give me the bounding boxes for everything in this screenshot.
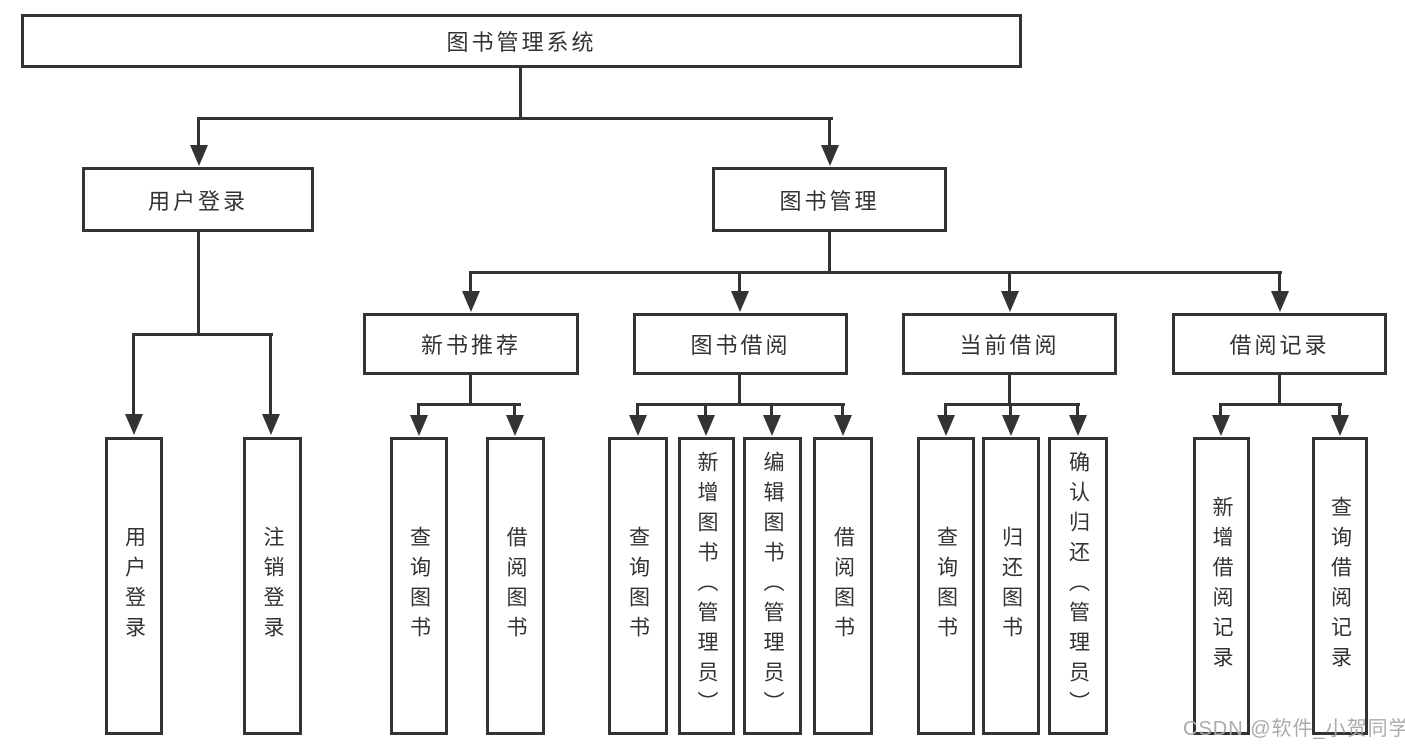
node-library-management-system: 图书管理系统 (21, 14, 1022, 68)
connector-line (944, 403, 1080, 406)
connector-line (828, 118, 831, 147)
connector-line (636, 405, 639, 417)
leaf-edit-books-admin: 编辑图书（管理员） (743, 437, 802, 735)
connector-line (1008, 375, 1011, 406)
arrow-down-icon (1002, 415, 1020, 436)
connector-line (1338, 405, 1341, 417)
connector-line (132, 333, 273, 336)
leaf-query-books-current: 查询图书 (917, 437, 975, 735)
connector-line (841, 405, 844, 417)
connector-line (1278, 375, 1281, 406)
connector-line (469, 375, 472, 406)
leaf-user-login: 用户登录 (105, 437, 163, 735)
leaf-query-borrow-record: 查询借阅记录 (1312, 437, 1368, 735)
arrow-down-icon (697, 415, 715, 436)
connector-line (738, 273, 741, 293)
arrow-down-icon (506, 415, 524, 436)
leaf-confirm-return-admin: 确认归还（管理员） (1048, 437, 1108, 735)
connector-line (770, 405, 773, 417)
arrow-down-icon (834, 415, 852, 436)
leaf-query-books-borrowing: 查询图书 (608, 437, 668, 735)
arrow-down-icon (937, 415, 955, 436)
leaf-borrow-books: 借阅图书 (813, 437, 873, 735)
connector-line (469, 273, 472, 293)
arrow-down-icon (410, 415, 428, 436)
csdn-watermark: CSDN @软件_小贺同学 (1183, 718, 1405, 740)
leaf-return-books: 归还图书 (982, 437, 1040, 735)
arrow-down-icon (1001, 291, 1019, 312)
node-user-login: 用户登录 (82, 167, 314, 232)
arrow-down-icon (1069, 415, 1087, 436)
arrow-down-icon (262, 414, 280, 435)
arrow-down-icon (1331, 415, 1349, 436)
connector-line (513, 405, 516, 417)
connector-line (1219, 403, 1342, 406)
leaf-add-books-admin: 新增图书（管理员） (678, 437, 735, 735)
node-borrowing-records: 借阅记录 (1172, 313, 1387, 375)
arrow-down-icon (1212, 415, 1230, 436)
node-new-book-recommendation: 新书推荐 (363, 313, 579, 375)
connector-line (738, 375, 741, 406)
arrow-down-icon (821, 145, 839, 166)
arrow-down-icon (190, 145, 208, 166)
arrow-down-icon (125, 414, 143, 435)
connector-line (1009, 405, 1012, 417)
connector-line (417, 405, 420, 417)
connector-line (944, 405, 947, 417)
arrow-down-icon (629, 415, 647, 436)
node-book-management: 图书管理 (712, 167, 947, 232)
connector-line (1278, 273, 1281, 293)
connector-line (704, 405, 707, 417)
leaf-add-borrow-record: 新增借阅记录 (1193, 437, 1250, 735)
leaf-logout: 注销登录 (243, 437, 302, 735)
arrow-down-icon (1271, 291, 1289, 312)
arrow-down-icon (763, 415, 781, 436)
connector-line (636, 403, 845, 406)
connector-line (1076, 405, 1079, 417)
connector-line (417, 403, 521, 406)
connector-line (132, 335, 135, 416)
arrow-down-icon (462, 291, 480, 312)
node-current-borrowing: 当前借阅 (902, 313, 1117, 375)
connector-line (197, 118, 200, 147)
connector-line (1008, 273, 1011, 293)
leaf-borrow-books-recommend: 借阅图书 (486, 437, 545, 735)
connector-line (269, 335, 272, 416)
connector-line (197, 117, 833, 120)
connector-line (519, 68, 522, 118)
connector-line (1219, 405, 1222, 417)
connector-line (469, 271, 1282, 274)
node-book-borrowing: 图书借阅 (633, 313, 848, 375)
leaf-query-books-recommend: 查询图书 (390, 437, 448, 735)
connector-line (197, 232, 200, 335)
arrow-down-icon (731, 291, 749, 312)
connector-line (828, 232, 831, 273)
